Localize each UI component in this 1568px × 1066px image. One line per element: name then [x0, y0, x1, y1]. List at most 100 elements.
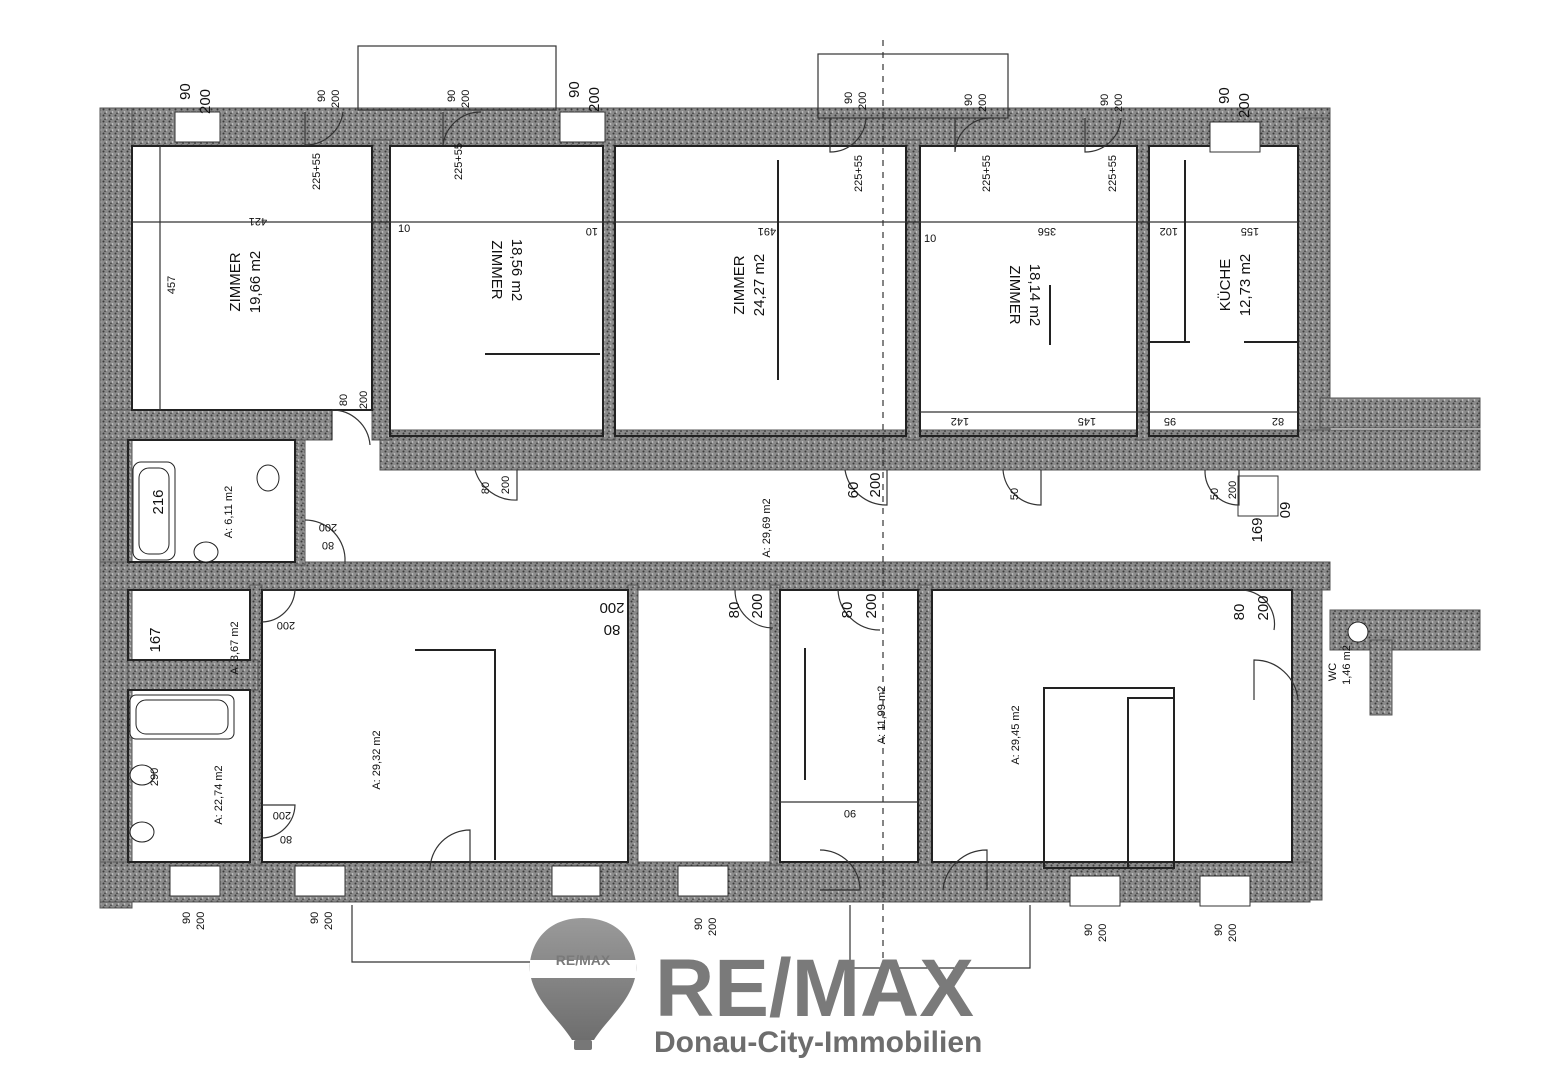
dim-169: 169 — [1249, 517, 1266, 542]
room-name-zimmer4: ZIMMER — [1006, 265, 1023, 324]
door-h: 200 — [749, 593, 766, 618]
svg-text:200: 200 — [857, 92, 869, 110]
dim-10b: 10 — [586, 225, 598, 237]
windows — [169, 111, 1279, 907]
dim-216: 216 — [150, 489, 167, 514]
dim-60-corridor: 60 — [1276, 502, 1293, 519]
svg-text:200: 200 — [707, 918, 719, 936]
door-w: 80 — [280, 833, 292, 845]
door-w: 60 — [845, 482, 862, 499]
wc-toilet — [1347, 621, 1369, 643]
svg-text:200: 200 — [977, 94, 989, 112]
area-room-br: A: 29,45 m2 — [1010, 705, 1022, 764]
doors — [261, 111, 1299, 891]
svg-text:200: 200 — [1227, 924, 1239, 942]
area-room-bl: A: 29,32 m2 — [371, 730, 383, 789]
wc-area: 1,46 m2 — [1341, 645, 1353, 685]
toilet-bottom-1 — [129, 764, 155, 786]
door-w: 80 — [480, 482, 492, 494]
room-area-kueche: 12,73 m2 — [1237, 254, 1254, 317]
dim-10a: 10 — [398, 223, 410, 235]
window-label-bottom-2: 90 200 — [309, 912, 335, 930]
svg-text:200: 200 — [330, 90, 342, 108]
dim-290: 290 — [149, 768, 161, 786]
window-label-door-5: 90 200 — [1099, 94, 1125, 112]
bathtub-top — [132, 461, 176, 561]
brand-tagline: Donau-City-Immobilien — [654, 1026, 982, 1059]
window — [1069, 875, 1121, 907]
window-label-door-3: 90 200 — [843, 92, 869, 110]
room-area-zimmer1: 19,66 m2 — [247, 251, 264, 314]
window-labels: 90 200 90 200 90 200 90 200 90 200 90 20… — [177, 81, 1253, 942]
window-label-bottom-1: 90 200 — [181, 912, 207, 930]
door-w: 50 — [1209, 488, 1221, 500]
door-h: 200 — [1255, 595, 1272, 620]
door-h: 200 — [273, 809, 291, 821]
room-name-zimmer3: ZIMMER — [731, 255, 748, 314]
window-label-top-2: 90 200 — [566, 81, 603, 112]
svg-text:225+55: 225+55 — [853, 155, 865, 192]
fixtures — [129, 160, 1369, 869]
area-small-room: A: 3,67 m2 — [229, 621, 241, 674]
room-labels: ZIMMER 19,66 m2 ZIMMER 18,56 m2 ZIMMER 2… — [213, 239, 1353, 825]
balloon-label: RE/MAX — [556, 952, 611, 968]
door-w: 80 — [604, 621, 621, 638]
room-name-zimmer1: ZIMMER — [227, 252, 244, 311]
svg-text:200: 200 — [1097, 924, 1109, 942]
svg-text:90: 90 — [309, 912, 321, 924]
window — [1199, 875, 1251, 907]
room-name-zimmer2: ZIMMER — [488, 240, 505, 299]
window-label-top-1: 90 200 — [177, 83, 214, 114]
svg-text:90: 90 — [566, 81, 583, 98]
window — [559, 111, 606, 143]
area-bath-bottom: A: 22,74 m2 — [213, 765, 225, 824]
svg-text:225+55: 225+55 — [453, 143, 465, 180]
door-h: 200 — [319, 521, 337, 533]
dim-82: 82 — [1272, 415, 1284, 427]
door-h: 200 — [867, 472, 884, 497]
room-name-kueche: KÜCHE — [1216, 259, 1234, 312]
svg-text:225+55: 225+55 — [311, 153, 323, 190]
dimension-labels: 457 421 491 356 155 10 10 10 102 142 145… — [147, 215, 1293, 819]
balloon-icon: RE/MAX — [529, 918, 637, 1050]
window — [1237, 475, 1279, 517]
door-dimension-labels: 80 200 80 200 60 200 50 50 200 80 200 80… — [273, 391, 1272, 845]
sill-label-5: 225+55 — [1107, 155, 1119, 192]
svg-text:90: 90 — [1216, 87, 1233, 104]
dim-95: 95 — [1164, 415, 1176, 427]
room-area-zimmer2: 18,56 m2 — [508, 239, 525, 302]
window — [551, 865, 601, 897]
svg-text:200: 200 — [1113, 94, 1125, 112]
window-label-bottom-5: 90 200 — [1213, 924, 1239, 942]
dim-356: 356 — [1038, 225, 1056, 237]
dim-491: 491 — [758, 225, 776, 237]
door-h: 200 — [599, 599, 624, 616]
toilet-top — [256, 464, 280, 492]
window-label-bottom-4: 90 200 — [1083, 924, 1109, 942]
window — [677, 865, 729, 897]
area-corridor: A: 29,69 m2 — [761, 498, 773, 557]
dim-145: 145 — [1078, 415, 1096, 427]
dimension-lines — [132, 40, 1298, 970]
door-h: 200 — [1227, 481, 1239, 499]
svg-text:90: 90 — [963, 94, 975, 106]
room-area-zimmer3: 24,27 m2 — [751, 254, 768, 317]
dim-142: 142 — [951, 415, 969, 427]
remax-logo: RE/MAX RE/MAX Donau-City-Immobilien — [529, 918, 982, 1059]
toilet-bottom-2 — [129, 821, 155, 843]
window-label-door-1: 90 200 — [316, 90, 342, 108]
window — [169, 865, 221, 897]
svg-text:90: 90 — [181, 912, 193, 924]
room-area-zimmer4: 18,14 m2 — [1026, 264, 1043, 327]
bathtub-bottom — [129, 694, 235, 740]
svg-text:90: 90 — [693, 918, 705, 930]
room-outlines — [127, 145, 1299, 863]
window-label-top-3: 90 200 — [1216, 87, 1253, 118]
door-h: 200 — [863, 593, 880, 618]
dim-10c: 10 — [924, 233, 936, 245]
dim-90-mid: 90 — [844, 807, 856, 819]
svg-text:200: 200 — [195, 912, 207, 930]
window — [1209, 121, 1261, 153]
svg-text:90: 90 — [843, 92, 855, 104]
svg-text:90: 90 — [316, 90, 328, 102]
